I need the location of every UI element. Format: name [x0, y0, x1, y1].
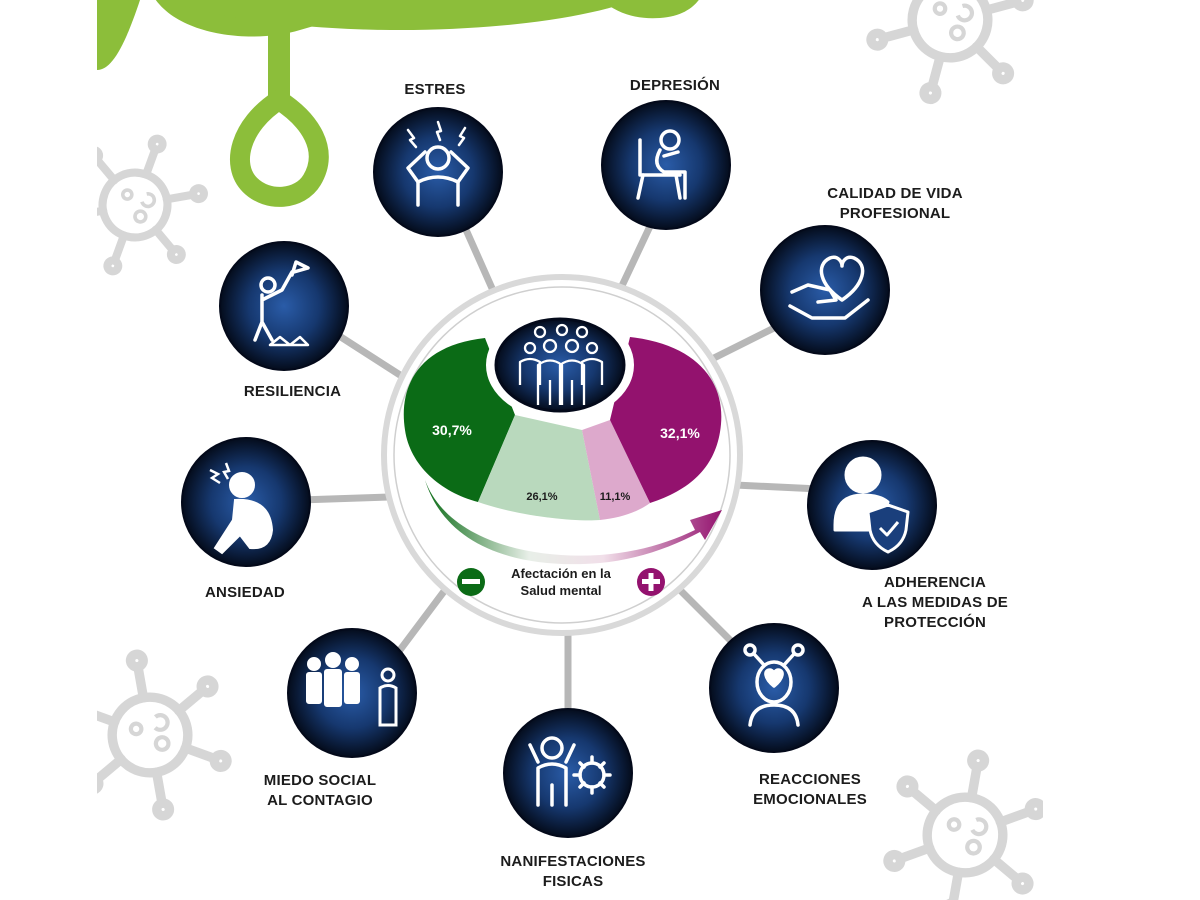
label-ansiedad: ANSIEDAD	[205, 584, 285, 601]
connector-reacciones	[676, 586, 744, 654]
sad-person-chair-icon	[636, 129, 687, 200]
node-reacciones	[709, 623, 839, 753]
node-ansiedad	[181, 437, 311, 567]
person-virus-icon	[528, 736, 612, 807]
anxious-person-icon	[209, 462, 274, 555]
left-margin	[0, 0, 97, 900]
segment-1	[403, 338, 515, 502]
stressed-person-icon	[406, 120, 470, 207]
segment-4	[610, 337, 722, 503]
connector-ansiedad	[296, 493, 394, 504]
legend-text: Afectación en la Salud mental	[511, 566, 611, 598]
people-group-icon	[518, 323, 604, 405]
label-depresion: DEPRESIÓN	[629, 77, 721, 94]
segments: 30,7% 26,1% 11,1% 32,1%	[403, 337, 722, 565]
climber-flag-icon	[253, 260, 310, 347]
center-people-badge	[486, 310, 634, 420]
node-manifestaciones	[503, 708, 633, 838]
label-reacciones: REACCIONES EMOCIONALES	[753, 771, 867, 808]
node-adherencia	[807, 440, 937, 570]
head-heart-icon	[743, 643, 805, 727]
segment-3	[582, 420, 650, 520]
label-calidad: CALIDAD DE VIDA PROFESIONAL	[827, 185, 963, 222]
node-calidad	[760, 225, 890, 355]
plus-circle-icon	[637, 568, 665, 596]
segment-3-value: 11,1%	[600, 491, 631, 503]
right-margin	[1043, 0, 1200, 900]
group-isolated-person-icon	[306, 652, 398, 727]
segment-2-value: 26,1%	[526, 491, 557, 503]
segment-4-value: 32,1%	[660, 425, 700, 441]
node-miedo	[287, 628, 417, 758]
label-adherencia: ADHERENCIA A LAS MEDIDAS DE PROTECCIÓN	[862, 574, 1008, 631]
connector-resiliencia	[326, 326, 404, 379]
label-resiliencia: RESILIENCIA	[243, 383, 342, 400]
label-miedo: MIEDO SOCIAL AL CONTAGIO	[263, 772, 377, 809]
virus-decoration-bottom-right	[880, 742, 1049, 900]
node-resiliencia	[219, 241, 349, 371]
virus-decoration-top-right	[860, 0, 1040, 118]
segment-2	[478, 415, 600, 521]
node-depresion	[601, 100, 731, 230]
label-estres: ESTRES	[404, 81, 466, 98]
green-virus-decoration	[97, 0, 699, 207]
person-shield-icon	[833, 456, 910, 554]
connector-miedo	[396, 586, 449, 654]
segment-1-value: 30,7%	[432, 422, 472, 438]
node-estres	[373, 107, 503, 237]
minus-circle-icon	[457, 568, 485, 596]
label-manifestaciones: NANIFESTACIONES FISICAS	[500, 853, 646, 890]
hand-heart-icon	[788, 255, 870, 320]
